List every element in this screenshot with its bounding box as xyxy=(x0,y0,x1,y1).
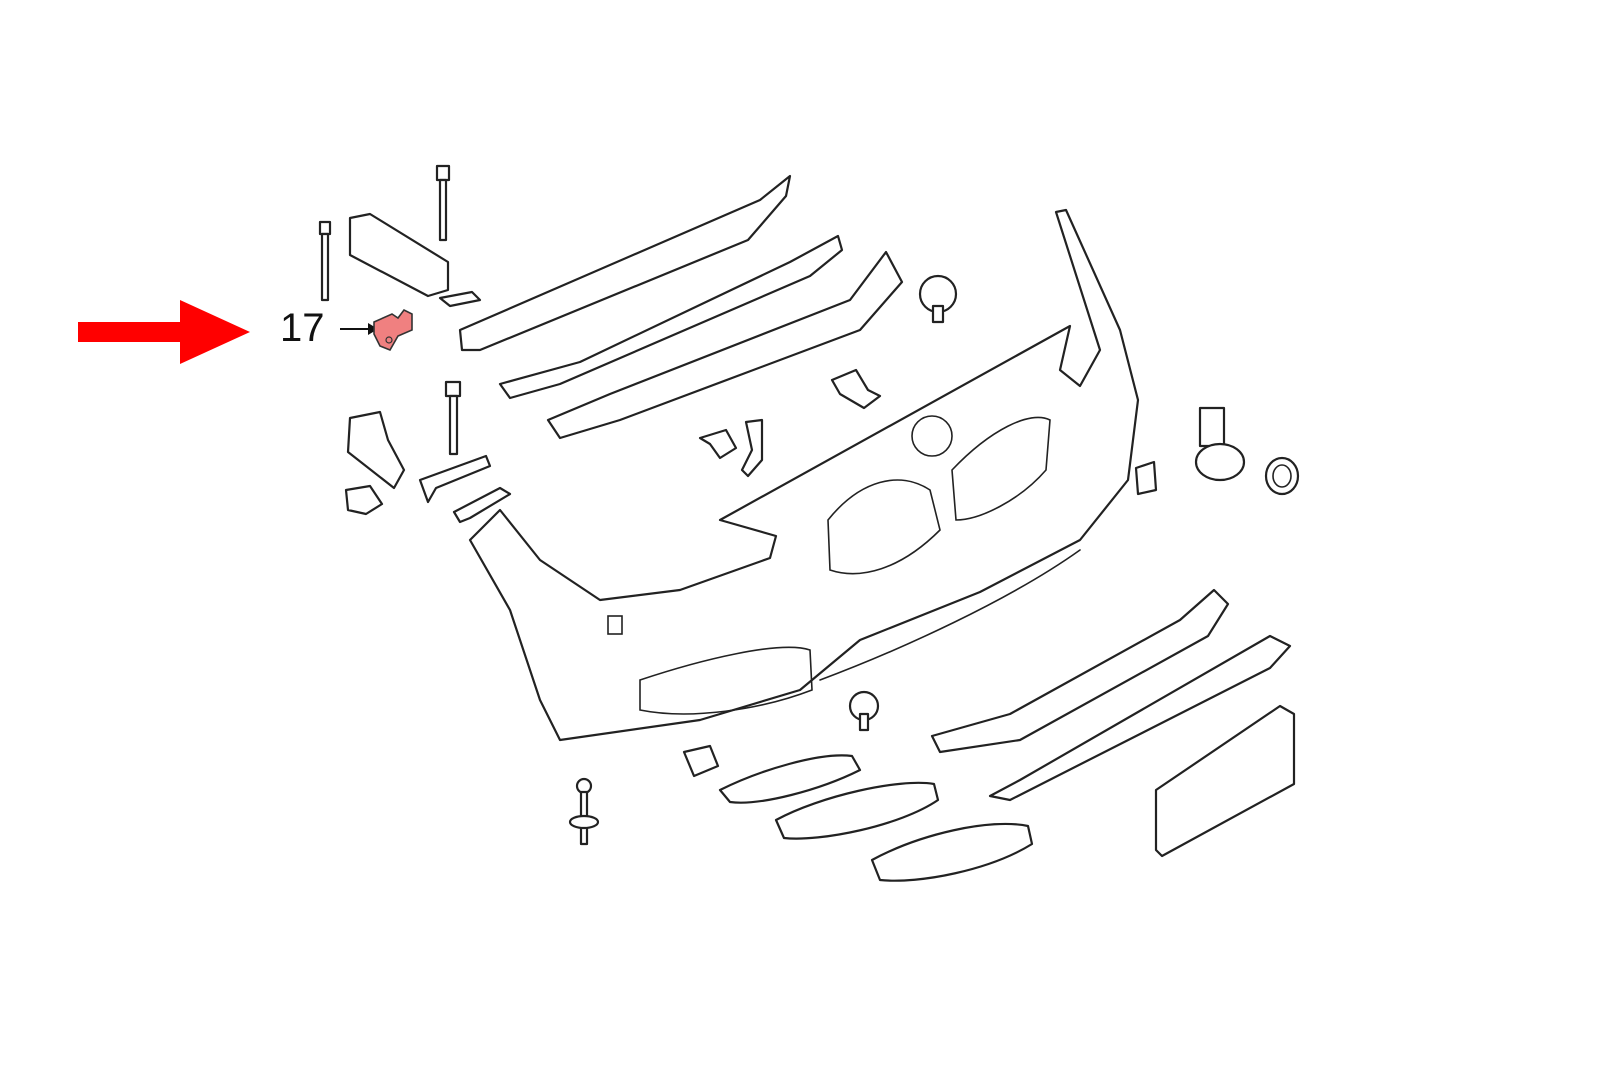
license-plate-base xyxy=(1154,704,1296,858)
bolt-long-1 xyxy=(318,220,332,302)
push-clip-lower xyxy=(848,690,880,732)
trim-ring-left xyxy=(774,781,940,840)
parking-sensor xyxy=(1194,406,1246,482)
bolt-long-3 xyxy=(444,380,462,456)
guide-strip-2 xyxy=(452,486,512,524)
bumper-cover xyxy=(468,208,1140,742)
energy-absorber xyxy=(546,250,904,440)
guide-strip-1 xyxy=(418,454,492,504)
sensor-ring xyxy=(1264,456,1300,496)
tow-cover xyxy=(1134,460,1158,496)
absorber-block xyxy=(348,212,450,298)
fog-cap xyxy=(682,744,720,778)
trim-ring-right xyxy=(870,822,1034,882)
expansion-rivet xyxy=(568,777,600,846)
upper-carrier-bar xyxy=(458,174,792,352)
bracket-part-17[interactable] xyxy=(373,308,413,352)
bracket-hook xyxy=(740,418,764,478)
bolt-long-2 xyxy=(435,164,451,242)
lower-trim-strip xyxy=(988,634,1292,802)
leader-arrow xyxy=(340,323,378,335)
lower-spoiler-bracket xyxy=(930,588,1230,754)
impact-bar xyxy=(498,234,844,400)
bracket-clip-small xyxy=(698,428,738,460)
push-clip-upper xyxy=(918,274,958,324)
clip-small xyxy=(438,290,482,308)
side-bracket-left xyxy=(346,410,406,490)
bracket-clip-mid xyxy=(830,368,882,410)
small-cap xyxy=(344,484,384,516)
red-pointer-arrow xyxy=(78,300,250,364)
grille-left-lower xyxy=(718,754,862,804)
callout-number: 17 xyxy=(280,306,325,350)
